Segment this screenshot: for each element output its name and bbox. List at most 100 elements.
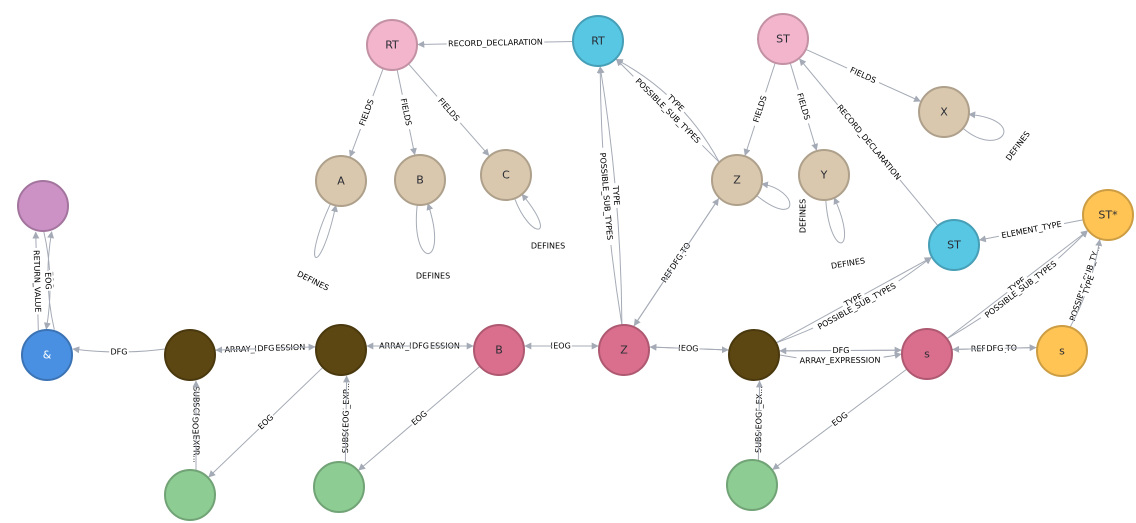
edge-line[interactable] [415,203,436,255]
edge-e6[interactable]: DEFINES [412,203,454,281]
node-circle[interactable] [728,329,780,381]
edge-e24[interactable]: TYPE [775,257,932,344]
edge-e49[interactable]: EOG [340,375,352,463]
edge-e50[interactable]: EOG [358,365,481,471]
node-circle[interactable] [313,461,365,513]
node-circle[interactable] [480,149,532,201]
node-circle[interactable] [598,324,650,376]
node-circle[interactable] [473,324,525,376]
node-circle[interactable] [315,324,367,376]
edge-e52[interactable]: EOG [753,380,765,461]
node-circle[interactable] [17,180,69,232]
edge-e42[interactable]: ARRAY_EXPRESSION [778,351,902,366]
node-circle[interactable] [366,19,418,71]
node-st1[interactable]: ST [757,13,809,65]
node-fB[interactable]: B [394,154,446,206]
node-circle[interactable] [1082,189,1134,241]
edge-label-background [979,255,1063,324]
edge-label-group: FIELDS [433,93,465,127]
node-circle[interactable] [901,328,953,380]
node-g2[interactable] [313,461,365,513]
node-circle[interactable] [757,13,809,65]
node-ps[interactable]: s [901,328,953,380]
edge-e19[interactable]: ELEMENT_TYPE [978,218,1084,243]
node-st2[interactable]: ST [928,219,980,271]
node-pB[interactable]: B [473,324,525,376]
node-circle[interactable] [798,149,850,201]
node-fA[interactable]: A [315,155,367,207]
edge-e36[interactable]: DFG [366,341,474,351]
node-circle[interactable] [572,15,624,67]
node-circle[interactable] [394,154,446,206]
edge-e44[interactable]: DFG [633,197,720,327]
edge-line[interactable] [962,111,1005,141]
node-circle[interactable] [928,219,980,271]
edge-e47[interactable]: EOG [208,366,324,478]
edge-line[interactable] [314,203,338,258]
edge-e29[interactable]: RETURN_VALUE [31,231,43,331]
edge-line[interactable] [825,197,846,244]
edge-e32[interactable]: DFG [72,346,166,357]
edge-e10[interactable]: POSSIBLE_SUB_TYPES [615,58,720,163]
edge-e3[interactable]: FIELDS [396,69,417,156]
edge-label-group: DFG [109,347,129,357]
node-fC[interactable]: C [480,149,532,201]
edge-label-background [827,255,869,272]
edge-label-background [109,347,129,357]
node-circle[interactable] [21,329,73,381]
edge-line[interactable] [514,193,541,230]
edge-e41[interactable]: DFG [779,345,902,356]
edge-e38[interactable]: EOG [524,341,599,351]
node-rt1[interactable]: RT [366,19,418,71]
edge-e1[interactable]: RECORD_DECLARATION [417,37,574,49]
edge-e46[interactable]: EOG [191,380,201,470]
node-pZ[interactable]: Z [598,324,650,376]
edge-label-background [985,343,1005,354]
edge-e17[interactable]: DEFINES [962,111,1035,166]
node-g3[interactable] [726,459,778,511]
node-circle[interactable] [726,459,778,511]
edge-e2[interactable]: FIELDS [349,68,384,158]
node-func[interactable] [17,180,69,232]
node-fZ[interactable]: Z [711,154,763,206]
node-circle[interactable] [164,329,216,381]
edge-e5[interactable]: DEFINES [292,203,338,295]
edge-e16[interactable]: DEFINES [825,197,869,272]
node-ys[interactable]: s [1036,325,1088,377]
node-d1[interactable] [164,329,216,381]
edge-e7[interactable]: DEFINES [514,193,569,251]
edge-e40[interactable]: EOG [649,343,730,354]
edge-label: EOG [681,344,699,354]
node-fX[interactable]: X [918,86,970,138]
edge-e28[interactable]: DFG [952,343,1037,354]
edge-e4[interactable]: FIELDS [408,63,490,156]
edge-e13[interactable]: FIELDS [789,62,819,151]
node-circle[interactable] [315,155,367,207]
edge-label-group: EOG [42,270,54,291]
edge-e18[interactable]: RECORD_DECLARATION [799,58,939,227]
node-fY[interactable]: Y [798,149,850,201]
node-circle[interactable] [711,154,763,206]
edge-line[interactable] [756,181,791,210]
edge-label-background [679,343,700,354]
node-g1[interactable] [164,469,216,521]
edge-e12[interactable]: FIELDS [743,62,776,156]
edge-e31[interactable]: EOG [42,231,55,330]
node-label: & [43,349,52,362]
node-circle[interactable] [1036,325,1088,377]
node-rt2[interactable]: RT [572,15,624,67]
node-d3[interactable] [728,329,780,381]
edge-e15[interactable]: DEFINES [756,181,808,237]
edge-e53[interactable]: EOG [772,368,908,470]
node-d2[interactable] [315,324,367,376]
edge-label: DEFINES [1004,130,1032,163]
edge-e34[interactable]: DFG [215,343,316,354]
node-circle[interactable] [164,469,216,521]
node-stp[interactable]: ST* [1082,189,1134,241]
edge-e9[interactable]: TYPE [597,66,623,326]
edge-e14[interactable]: FIELDS [805,48,921,102]
node-amp[interactable]: & [21,329,73,381]
node-circle[interactable] [918,86,970,138]
edge-label: POSSIBLE_SUB_TYPES [634,77,702,145]
